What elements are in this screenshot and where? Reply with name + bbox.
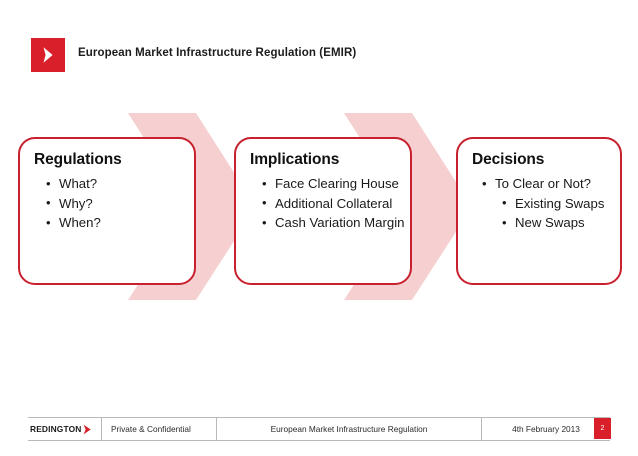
brand-logo <box>31 38 65 72</box>
footer-confidentiality: Private & Confidential <box>102 418 217 440</box>
box-title: Decisions <box>472 151 545 168</box>
list-item: To Clear or Not? <box>478 175 608 194</box>
footer-brand-label: REDINGTON <box>30 424 82 434</box>
bullet-list: Face Clearing House Additional Collatera… <box>258 175 405 233</box>
page-title: European Market Infrastructure Regulatio… <box>78 47 357 59</box>
page-number-badge: 2 <box>594 418 611 439</box>
list-item: Why? <box>42 194 182 214</box>
list-item: Cash Variation Margin <box>258 214 405 233</box>
chevron-right-icon <box>39 45 57 65</box>
footer-brand: REDINGTON <box>28 418 102 440</box>
slide-header: European Market Infrastructure Regulatio… <box>0 0 638 92</box>
list-item: New Swaps <box>478 214 608 233</box>
footer-date: 4th February 2013 <box>512 424 580 434</box>
footer-deck-title: European Market Infrastructure Regulatio… <box>217 418 482 440</box>
list-item: Existing Swaps <box>478 194 608 214</box>
bullet-list: To Clear or Not? Existing Swaps New Swap… <box>478 175 608 233</box>
list-item: Face Clearing House <box>258 175 399 194</box>
box-title: Regulations <box>34 151 122 168</box>
slide-footer: REDINGTON Private & Confidential Europea… <box>28 417 611 441</box>
list-item: What? <box>42 175 182 194</box>
process-box-implications[interactable]: Implications Face Clearing House Additio… <box>234 137 412 285</box>
list-item: Additional Collateral <box>258 194 398 214</box>
process-box-decisions[interactable]: Decisions To Clear or Not? Existing Swap… <box>456 137 622 285</box>
process-box-regulations[interactable]: Regulations What? Why? When? <box>18 137 196 285</box>
bullet-list: What? Why? When? <box>42 175 182 233</box>
chevron-right-icon <box>83 424 92 435</box>
list-item: When? <box>42 214 182 233</box>
box-title: Implications <box>250 151 340 168</box>
